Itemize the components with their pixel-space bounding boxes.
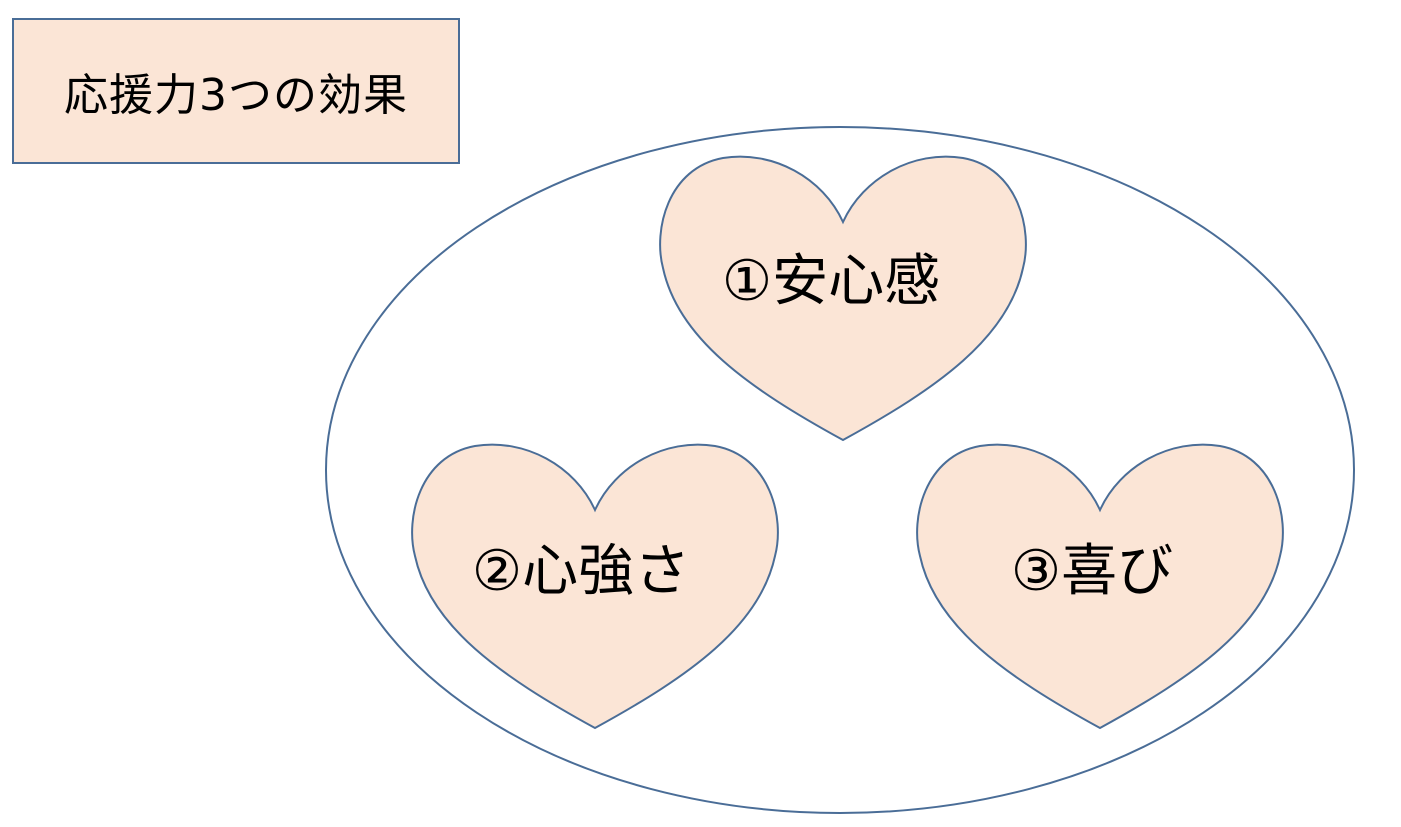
outer-ellipse [325,126,1355,814]
heart-1-label: ①安心感 [722,249,940,314]
heart-2-label: ②心強さ [472,539,690,604]
heart-1: ①安心感 [659,155,1027,442]
heart-2: ②心強さ [411,443,779,730]
title-text: 応援力3つの効果 [64,70,408,121]
title-box: 応援力3つの効果 [12,18,460,164]
heart-2-shape [411,443,779,730]
heart-3-label: ③喜び [1011,539,1173,604]
heart-3-shape [916,443,1284,730]
heart-1-shape [659,155,1027,442]
heart-3: ③喜び [916,443,1284,730]
